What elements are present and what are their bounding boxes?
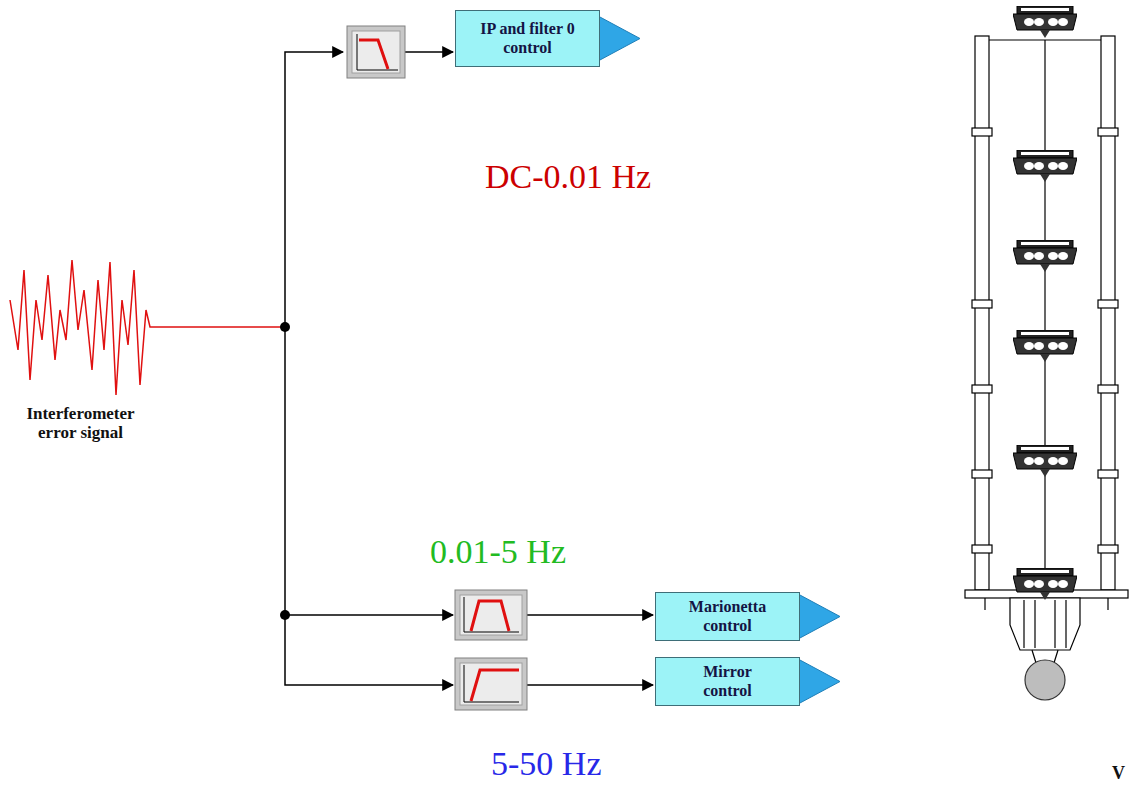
frequency-band: 0.01-5 Hz [430,533,566,570]
signal-wires [285,52,653,685]
junction-dot [280,610,290,620]
frequency-band: DC-0.01 Hz [485,158,651,195]
lowpass-filter-icon [347,26,405,78]
filter-stages [1013,6,1077,600]
highpass-filter-icon [455,658,527,710]
frequency-band: 5-50 Hz [491,745,601,782]
control-box: Marionetta control [655,592,800,641]
bandpass-filter-icon [455,590,527,640]
driver-triangle [799,595,840,639]
control-label: Marionetta control [678,598,778,635]
junction-dot [280,322,290,332]
control-label: Mirror control [693,663,763,700]
control-box: IP and filter 0 control [455,10,600,67]
superattenuator [965,36,1128,700]
signal-label: Interferometer error signal [8,405,153,442]
driver-triangle [799,660,840,704]
error-waveform [10,260,285,395]
control-label: IP and filter 0 control [465,20,590,57]
logo-letter: V [1112,764,1125,784]
driver-triangle [599,17,640,61]
control-box: Mirror control [655,657,800,706]
